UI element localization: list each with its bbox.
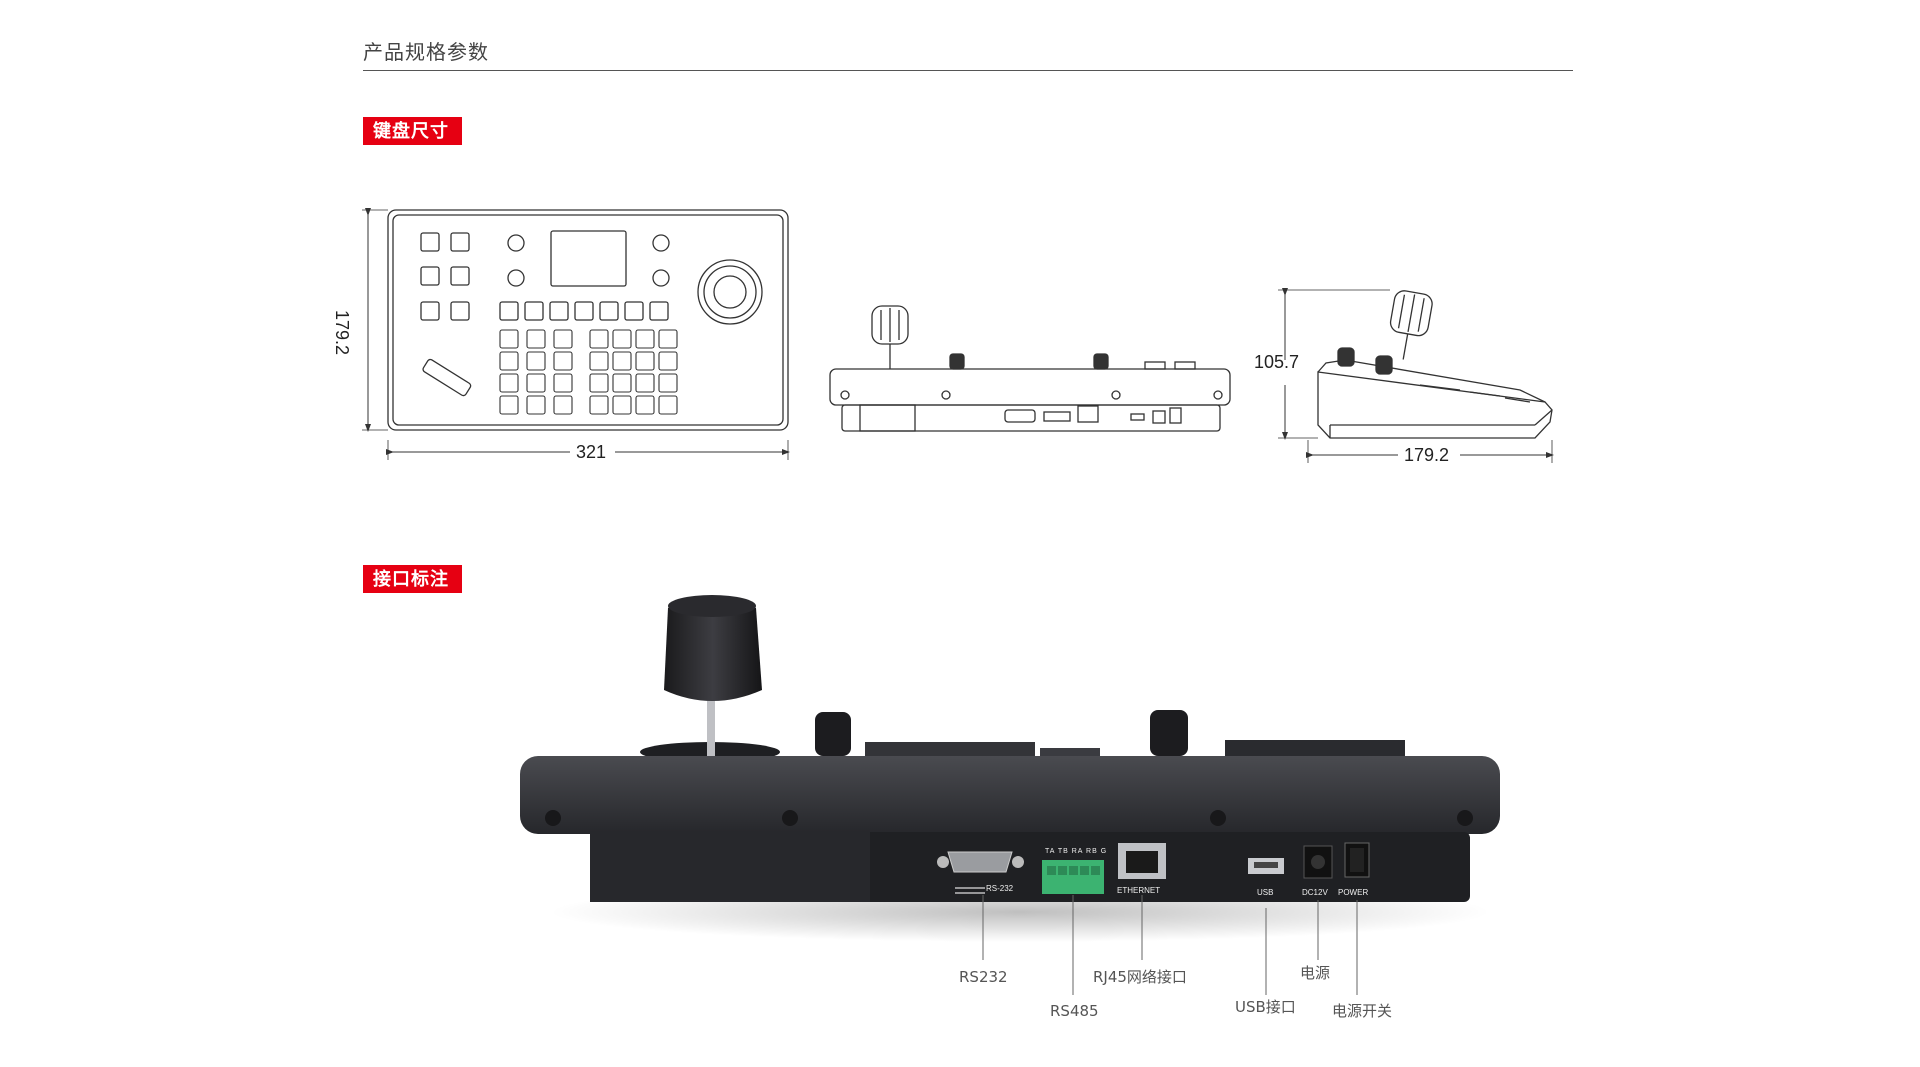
callout-power-input: 电源 [1300, 964, 1331, 982]
panel-label-dc12v: DC12V [1302, 888, 1328, 897]
callout-rs232: RS232 [959, 968, 1008, 986]
title-divider [363, 70, 1573, 71]
side-view-depth-label: 179.2 [1404, 445, 1450, 465]
front-view-drawing [829, 305, 1231, 432]
section-tag-ports: 接口标注 [363, 565, 462, 593]
panel-label-usb: USB [1257, 888, 1274, 897]
panel-label-terminal: TA TB RA RB G [1045, 848, 1108, 855]
callout-rj45: RJ45网络接口 [1093, 968, 1187, 986]
top-view-height-label: 179.2 [332, 310, 352, 356]
panel-label-ethernet: ETHERNET [1117, 886, 1161, 895]
panel-label-power: POWER [1338, 888, 1369, 897]
callout-rs485: RS485 [1050, 1002, 1099, 1020]
panel-label-rs232: RS-232 [986, 884, 1014, 893]
callout-usb: USB接口 [1235, 998, 1296, 1016]
keyboard-rear-illustration [520, 595, 1500, 995]
top-view-key-row [499, 301, 669, 321]
top-view-left-keys [420, 232, 470, 321]
section-tag-dimensions: 键盘尺寸 [363, 117, 462, 145]
side-view-height-label: 105.7 [1254, 352, 1300, 372]
top-view-key-grid [499, 329, 678, 415]
side-view-drawing [1278, 288, 1554, 463]
top-view-width-label: 321 [576, 442, 607, 462]
page-title: 产品规格参数 [363, 42, 489, 64]
top-view-drawing [362, 208, 790, 460]
callout-power-switch: 电源开关 [1332, 1002, 1393, 1020]
